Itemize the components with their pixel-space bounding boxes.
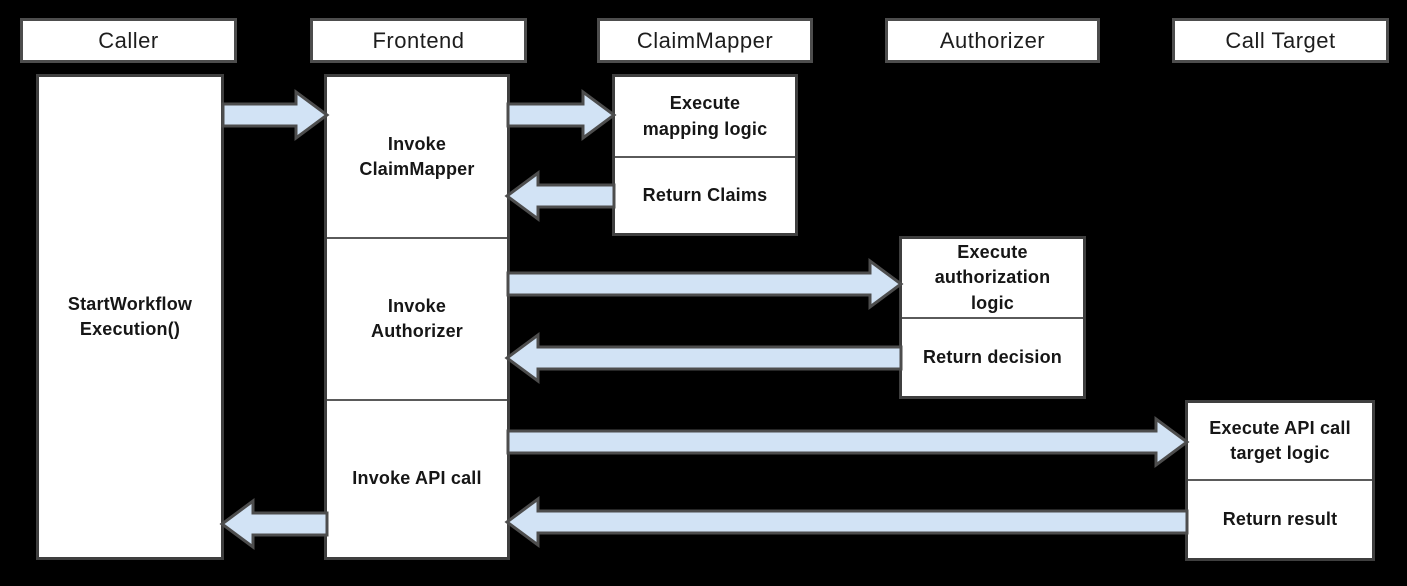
- lane-header-frontend-label: Frontend: [372, 27, 465, 53]
- lane-header-calltarget: Call Target: [1172, 18, 1389, 63]
- claimmapper-return-label: Return Claims: [642, 184, 768, 205]
- frontend-invoke-api-call-label: Invoke API call: [352, 468, 482, 489]
- arrow-frontend-to-claimmapper: [506, 89, 617, 141]
- frontend-activation-box: Invoke ClaimMapper Invoke Authorizer Inv…: [324, 74, 510, 560]
- authorizer-execute-label: Execute authorization logic: [934, 242, 1051, 313]
- arrow-claimmapper-to-frontend: [504, 170, 616, 222]
- arrow-frontend-to-authorizer: [506, 258, 904, 310]
- authorizer-activation-box: Execute authorization logic Return decis…: [899, 236, 1086, 399]
- lane-header-frontend: Frontend: [310, 18, 527, 63]
- lane-header-calltarget-label: Call Target: [1225, 27, 1336, 53]
- arrow-calltarget-to-frontend: [504, 496, 1189, 548]
- frontend-step-invoke-claimmapper: Invoke ClaimMapper: [327, 77, 507, 237]
- authorizer-return-label: Return decision: [922, 346, 1063, 367]
- calltarget-step-execute: Execute API call target logic: [1188, 403, 1372, 479]
- frontend-invoke-claimmapper-label: Invoke ClaimMapper: [359, 133, 475, 179]
- lane-header-caller: Caller: [20, 18, 237, 63]
- caller-activation-box: StartWorkflow Execution(): [36, 74, 224, 560]
- claimmapper-step-return: Return Claims: [615, 156, 795, 233]
- frontend-step-invoke-authorizer: Invoke Authorizer: [327, 237, 507, 399]
- claimmapper-step-execute: Execute mapping logic: [615, 77, 795, 156]
- claimmapper-execute-label: Execute mapping logic: [642, 93, 768, 139]
- calltarget-return-label: Return result: [1222, 508, 1338, 529]
- authorizer-step-return: Return decision: [902, 317, 1083, 396]
- arrow-authorizer-to-frontend: [504, 332, 903, 384]
- frontend-invoke-authorizer-label: Invoke Authorizer: [371, 295, 463, 341]
- caller-action-cell: StartWorkflow Execution(): [39, 77, 221, 557]
- authorizer-step-execute: Execute authorization logic: [902, 239, 1083, 317]
- calltarget-activation-box: Execute API call target logic Return res…: [1185, 400, 1375, 561]
- lane-header-authorizer: Authorizer: [885, 18, 1100, 63]
- arrow-caller-to-frontend: [221, 89, 330, 141]
- calltarget-execute-label: Execute API call target logic: [1209, 417, 1351, 463]
- lane-header-claimmapper-label: ClaimMapper: [636, 27, 774, 53]
- lane-header-claimmapper: ClaimMapper: [597, 18, 813, 63]
- arrow-frontend-to-caller: [219, 498, 329, 550]
- frontend-step-invoke-api-call: Invoke API call: [327, 399, 507, 557]
- calltarget-step-return: Return result: [1188, 479, 1372, 558]
- lane-header-caller-label: Caller: [98, 27, 159, 53]
- arrow-frontend-to-calltarget: [506, 416, 1190, 468]
- lane-header-authorizer-label: Authorizer: [939, 27, 1046, 53]
- claimmapper-activation-box: Execute mapping logic Return Claims: [612, 74, 798, 236]
- caller-action-label: StartWorkflow Execution(): [67, 293, 193, 339]
